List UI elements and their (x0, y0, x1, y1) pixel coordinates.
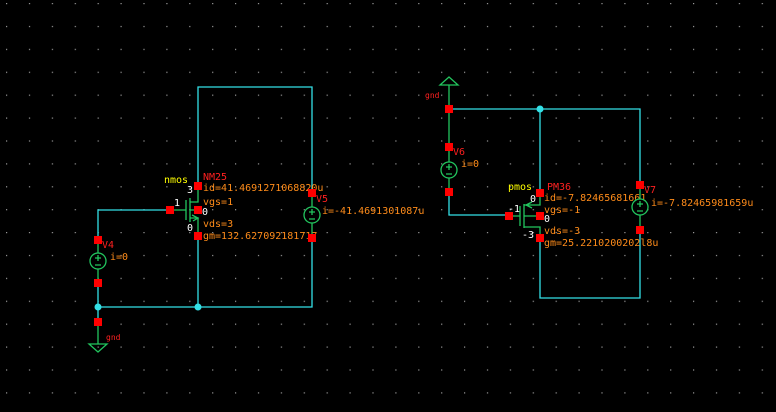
bulk-voltage: 0 (544, 214, 550, 225)
pin[interactable] (94, 318, 102, 326)
source-voltage: 0 (187, 223, 193, 234)
vgs-value: vgs=-1 (544, 205, 580, 216)
pin[interactable] (308, 189, 316, 197)
source-current: i=0 (461, 159, 479, 170)
ground-icon (438, 76, 460, 86)
ground-label: gnd (106, 333, 121, 342)
pin[interactable] (445, 105, 453, 113)
source-name: V7 (644, 185, 656, 196)
source-voltage: -3 (522, 230, 534, 241)
source-current: i=-7.82465981659u (651, 198, 753, 209)
instance-name: NM25 (203, 172, 227, 183)
cell-name: nmos (164, 175, 188, 186)
pin[interactable] (308, 234, 316, 242)
bulk-pin[interactable] (536, 212, 544, 220)
wire[interactable] (98, 238, 313, 308)
gm-value: gm=132.627092181717 (203, 231, 317, 242)
pin[interactable] (94, 279, 102, 287)
drain-pin[interactable] (194, 182, 202, 190)
voltage-source-v5[interactable]: V5 i=-41.4691301087u (303, 189, 424, 242)
wire[interactable] (97, 209, 170, 240)
wire[interactable] (448, 192, 509, 216)
drain-current: id=-7.82465681661 (544, 193, 646, 204)
source-name: V6 (453, 147, 465, 158)
source-pin[interactable] (194, 232, 202, 240)
gate-pin[interactable] (166, 206, 174, 214)
ground-icon (87, 343, 109, 353)
source-pin[interactable] (536, 234, 544, 242)
pin[interactable] (445, 143, 453, 151)
ground-label: gnd (425, 91, 440, 100)
voltage-source-v7[interactable]: V7 i=-7.82465981659u (631, 181, 753, 234)
drain-pin[interactable] (536, 189, 544, 197)
gate-pin[interactable] (505, 212, 513, 220)
source-current: i=0 (110, 252, 128, 263)
source-name: V4 (102, 240, 114, 251)
source-name: V5 (316, 194, 328, 205)
vds-value: vds=-3 (544, 226, 580, 237)
source-current: i=-41.4691301087u (322, 206, 424, 217)
drain-voltage: 3 (187, 185, 193, 196)
wire[interactable] (539, 230, 641, 299)
drain-current: id=41.4691271068820u (203, 183, 323, 194)
right-wires[interactable] (448, 105, 641, 299)
bulk-voltage: 0 (202, 207, 208, 218)
nmos-transistor[interactable]: nmos NM25 3 1 0 0 id=41.4691271068820u v… (164, 172, 323, 242)
wire[interactable] (449, 108, 641, 185)
junction-dot (194, 303, 202, 311)
vgs-value: vgs=1 (203, 197, 233, 208)
pin[interactable] (94, 236, 102, 244)
gm-value: gm=25.2210200202l8u (544, 238, 658, 249)
pin[interactable] (636, 181, 644, 189)
bulk-pin[interactable] (194, 206, 202, 214)
voltage-source-v4[interactable]: V4 i=0 (89, 236, 128, 287)
pin[interactable] (636, 226, 644, 234)
ground-left[interactable]: gnd (87, 318, 121, 353)
voltage-source-v6[interactable]: V6 i=0 (440, 143, 479, 196)
pin[interactable] (445, 188, 453, 196)
drain-voltage: 0 (530, 194, 536, 205)
left-wires[interactable] (94, 86, 313, 322)
ground-right[interactable]: gnd (425, 76, 460, 113)
instance-name: PM36 (547, 182, 571, 193)
cell-name: pmos (508, 182, 532, 193)
junction-dot (536, 105, 544, 113)
gate-voltage: 1 (174, 198, 180, 209)
pmos-transistor[interactable]: pmos PM36 0 -1 0 -3 id=-7.82465681661 vg… (505, 182, 658, 249)
gate-voltage: -1 (508, 204, 520, 215)
junction-dot (94, 303, 102, 311)
wire[interactable] (197, 86, 313, 193)
vds-value: vds=3 (203, 219, 233, 230)
